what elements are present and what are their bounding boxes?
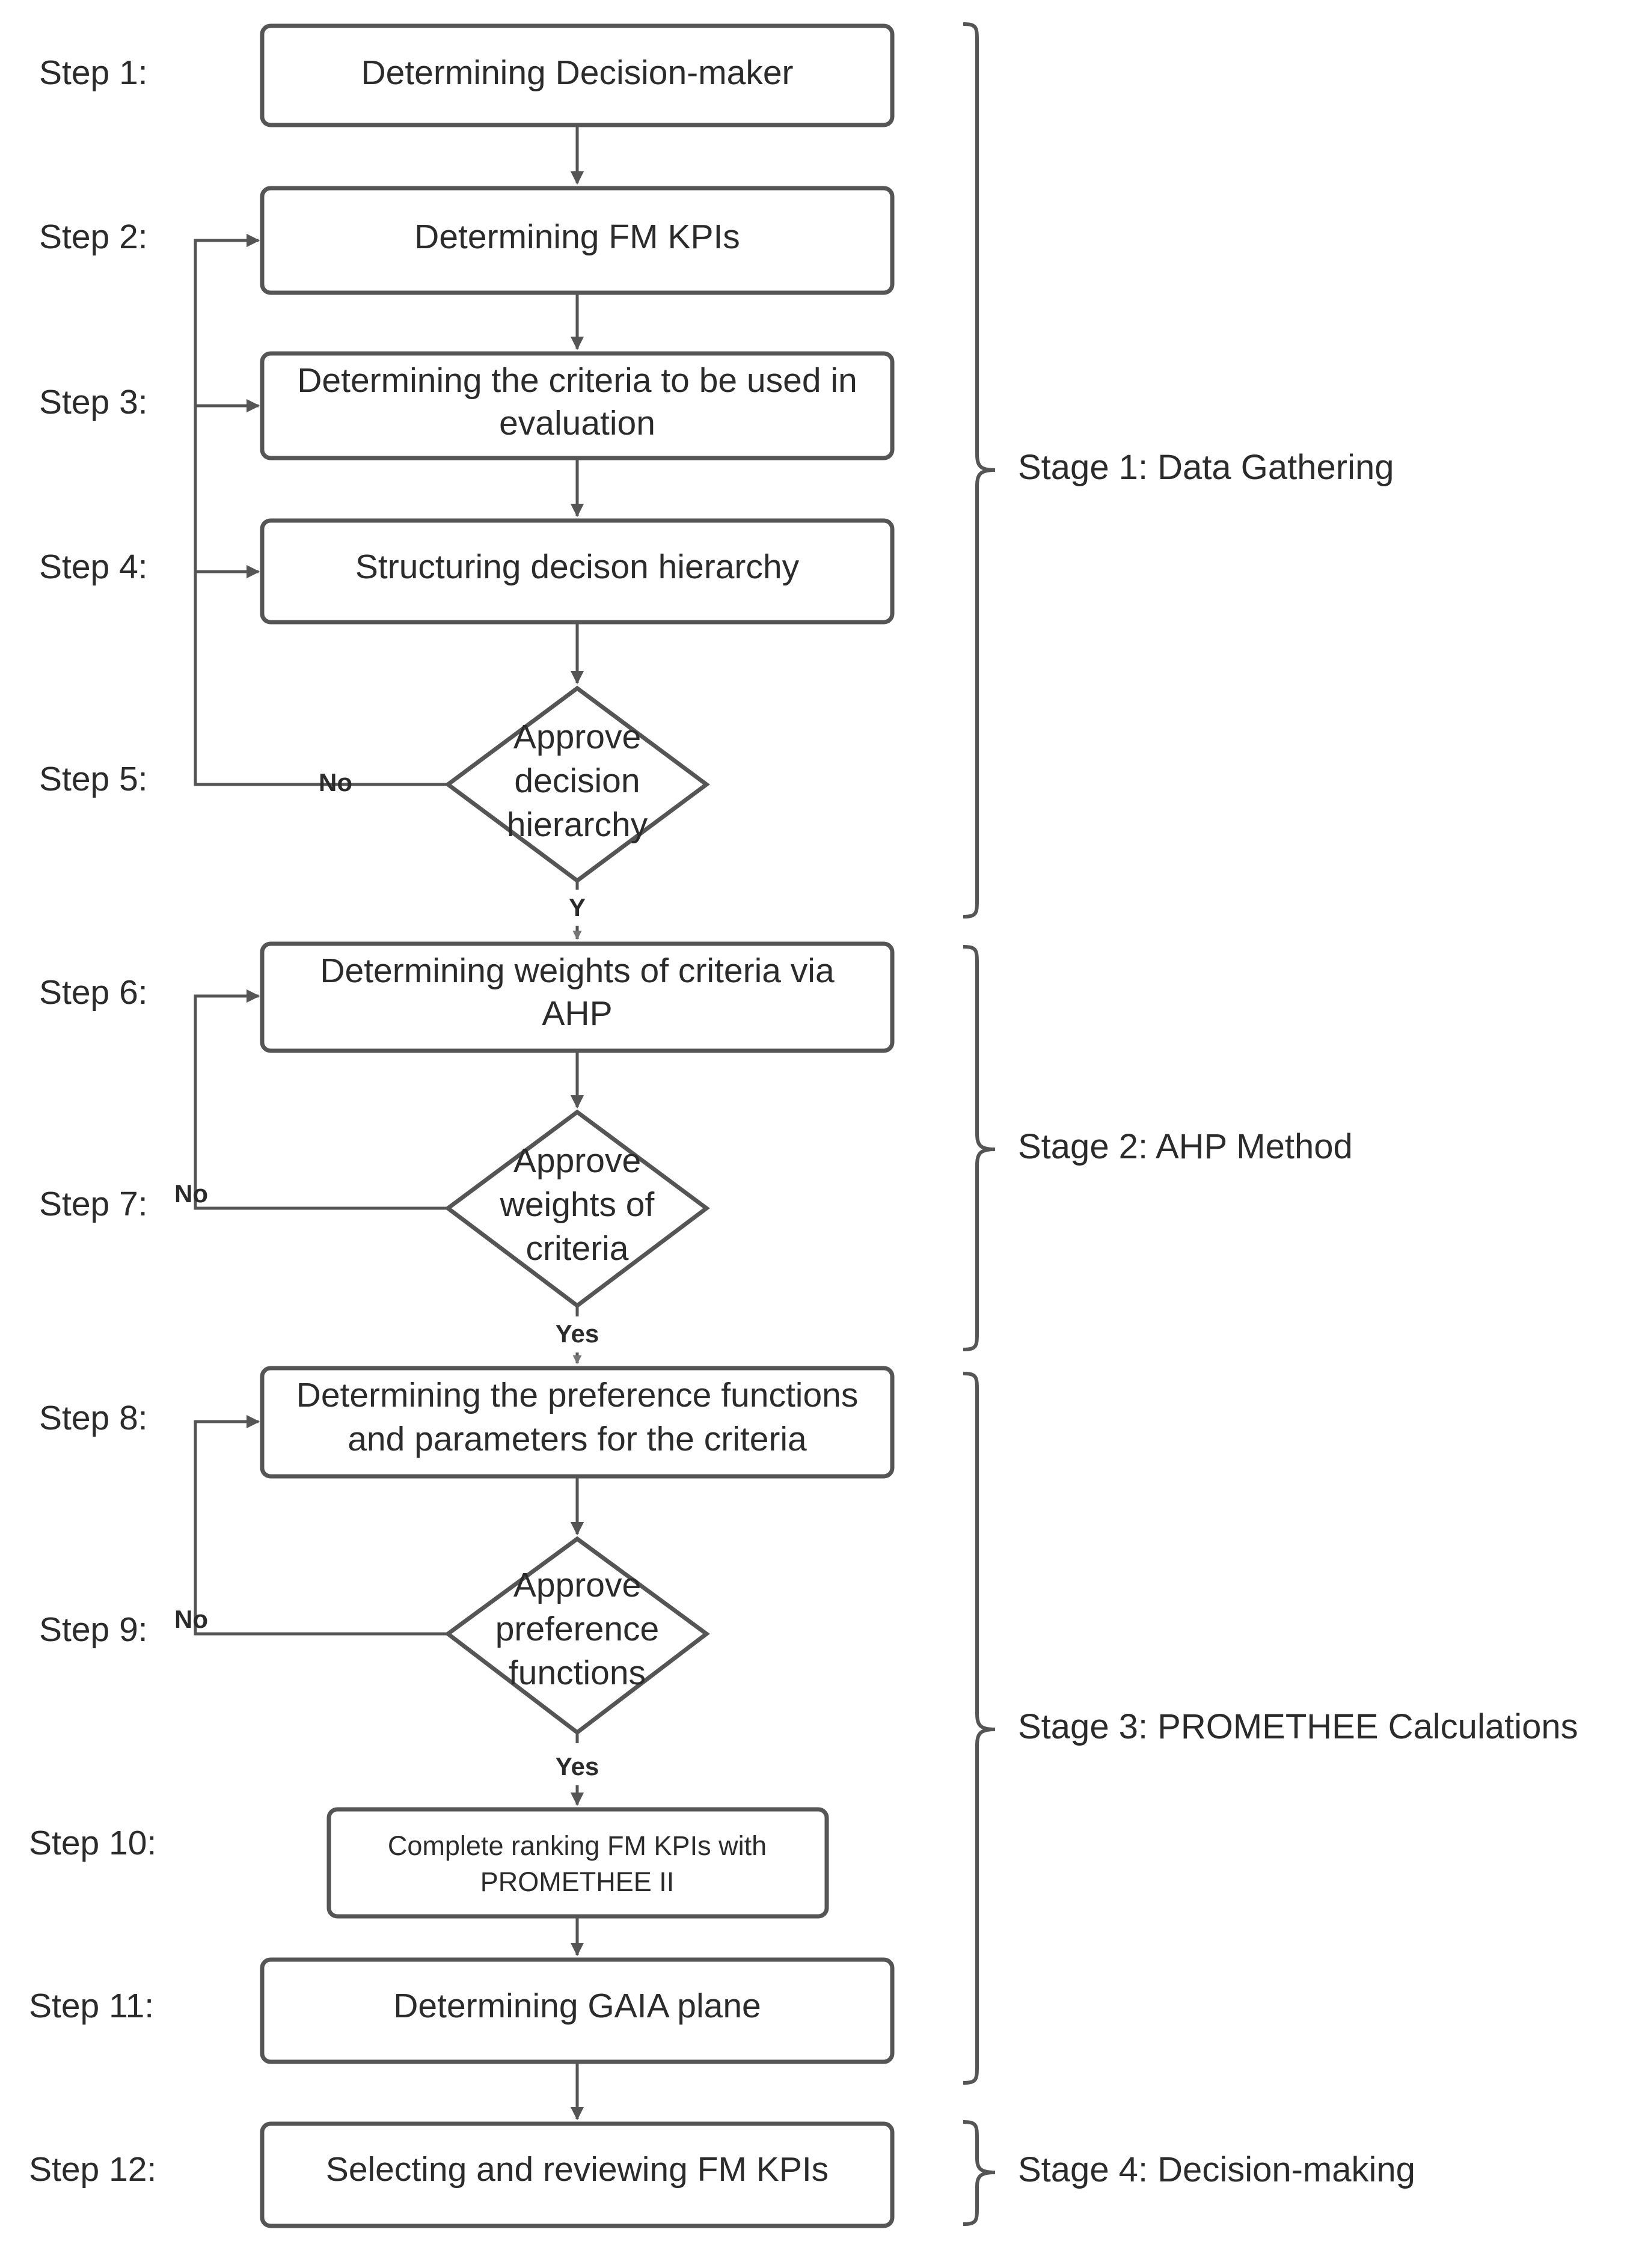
edge-label-yes-step7: Yes	[556, 1319, 599, 1348]
box-step3: Determining the criteria to be used in e…	[260, 351, 895, 460]
decision-step7: Approve weights of criteria	[444, 1109, 710, 1309]
box-step1: Determining Decision-maker	[260, 23, 895, 127]
step-label-10: Step 10:	[29, 1824, 156, 1862]
step-label-1: Step 1:	[39, 53, 148, 92]
stage-label-2: Stage 2: AHP Method	[1018, 1127, 1353, 1166]
box-step12-label: Selecting and reviewing FM KPIs	[326, 2150, 829, 2189]
step-label-7: Step 7:	[39, 1185, 148, 1223]
box-step6: Determining weights of criteria via AHP	[260, 941, 895, 1053]
step-label-4: Step 4:	[39, 548, 148, 586]
box-step3-label-line2: evaluation	[499, 404, 655, 442]
box-step10-label-line1: Complete ranking FM KPIs with	[388, 1830, 767, 1861]
edge-label-no-step5: No	[319, 768, 352, 796]
step-label-2: Step 2:	[39, 218, 148, 256]
box-step8-label-line1: Determining the preference functions	[296, 1376, 859, 1414]
stage-label-4: Stage 4: Decision-making	[1018, 2150, 1415, 2189]
box-step8-label-line2: and parameters for the criteria	[348, 1420, 807, 1458]
step-label-5: Step 5:	[39, 760, 148, 798]
edge-label-no-step7: No	[174, 1179, 208, 1208]
step-label-6: Step 6:	[39, 973, 148, 1012]
decision-step7-line3: criteria	[525, 1229, 628, 1268]
box-step6-label-line1: Determining weights of criteria via	[320, 952, 835, 990]
box-step2: Determining FM KPIs	[260, 186, 895, 295]
stage-label-1: Stage 1: Data Gathering	[1018, 448, 1394, 487]
box-step8: Determining the preference functions and…	[260, 1366, 895, 1479]
box-step6-label-line2: AHP	[542, 994, 612, 1033]
step-label-3: Step 3:	[39, 383, 148, 421]
decision-step5-line3: hierarchy	[507, 805, 648, 844]
decision-step9-line2: preference	[495, 1610, 660, 1648]
box-step3-label-line1: Determining the criteria to be used in	[297, 361, 857, 400]
box-step12: Selecting and reviewing FM KPIs	[260, 2121, 895, 2228]
decision-step5-line2: decision	[514, 762, 640, 800]
decision-step5-line1: Approve	[513, 718, 641, 756]
decision-step7-line1: Approve	[513, 1142, 641, 1180]
box-step1-label: Determining Decision-maker	[361, 53, 793, 92]
box-step11-label: Determining GAIA plane	[393, 1987, 761, 2025]
decision-step9-line1: Approve	[513, 1566, 641, 1604]
box-step10-label-line2: PROMETHEE II	[480, 1866, 675, 1897]
step-label-12: Step 12:	[29, 2150, 156, 2189]
feedback-loop-step9	[194, 1414, 448, 1636]
box-step2-label: Determining FM KPIs	[414, 218, 740, 256]
stage-label-3: Stage 3: PROMETHEE Calculations	[1018, 1707, 1578, 1746]
decision-step5: Approve decision hierarchy	[444, 685, 710, 884]
brace-stage1	[963, 22, 996, 919]
edge-label-yes-step9: Yes	[556, 1752, 599, 1780]
feedback-loop-step7	[194, 989, 448, 1210]
box-step10: Complete ranking FM KPIs with PROMETHEE …	[326, 1807, 829, 1919]
edge-label-no-step9: No	[174, 1605, 208, 1633]
box-step4-label: Structuring decison hierarchy	[355, 548, 800, 586]
step-label-9: Step 9:	[39, 1610, 148, 1649]
brace-stage4	[963, 2120, 996, 2226]
feedback-loop-step5	[194, 233, 448, 786]
brace-stage2	[963, 945, 996, 1351]
box-step4: Structuring decison hierarchy	[260, 518, 895, 625]
decision-step7-line2: weights of	[500, 1185, 655, 1224]
edge-label-y-step5: Y	[569, 893, 586, 922]
step-label-8: Step 8:	[39, 1399, 148, 1437]
brace-stage3	[963, 1372, 996, 2085]
decision-step9-line3: functions	[509, 1654, 646, 1692]
step-label-11: Step 11:	[29, 1987, 154, 2025]
decision-step9: Approve preference functions	[444, 1536, 710, 1735]
box-step11: Determining GAIA plane	[260, 1957, 895, 2064]
